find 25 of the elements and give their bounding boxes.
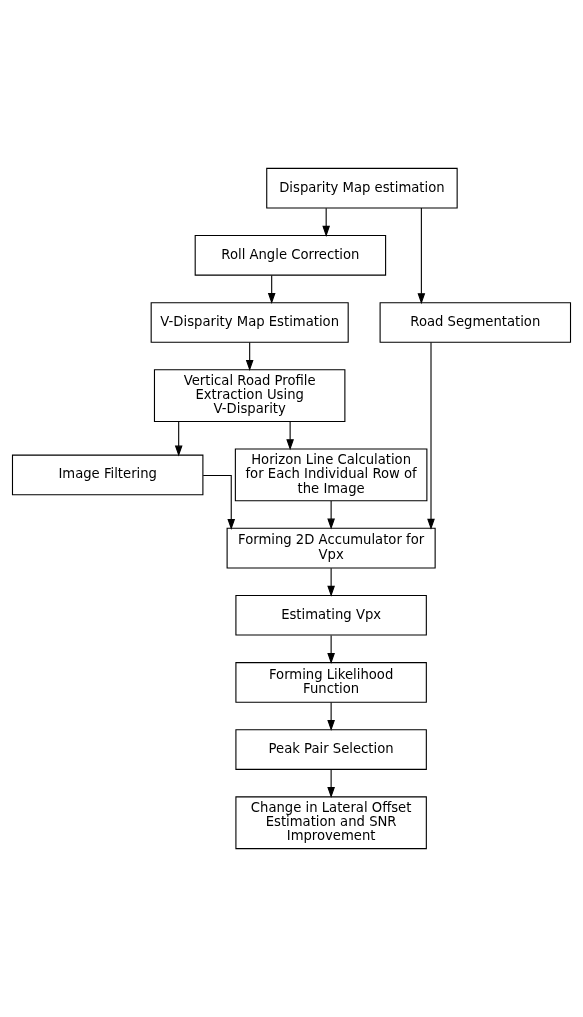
node-box: Horizon Line Calculation for Each Individual Row of the Image (234, 448, 428, 502)
arrow (327, 634, 335, 664)
arrow (427, 341, 435, 530)
arrow (245, 341, 254, 372)
node-box: Forming 2D Accumulator for Vpx (226, 527, 436, 569)
arrow (327, 702, 335, 732)
arrow (327, 500, 335, 530)
arrow (267, 274, 276, 305)
arrow (174, 421, 183, 457)
node-box: V-Disparity Map Estimation (150, 302, 349, 343)
node-box: Forming Likelihood Function (235, 662, 427, 703)
node-box: Disparity Map estimation (266, 167, 458, 209)
arrow (322, 207, 331, 237)
arrow (202, 474, 236, 530)
node-box: Vertical Road Profile Extraction Using V-Disparity (153, 369, 346, 423)
node-box: Road Segmentation (379, 302, 572, 343)
arrow (327, 567, 335, 597)
node-box: Change in Lateral Offset Estimation and SNR Improvement (235, 796, 427, 850)
arrow (286, 421, 294, 451)
node-box: Estimating Vpx (235, 594, 427, 636)
arrow (417, 207, 426, 305)
node-box: Peak Pair Selection (235, 729, 427, 770)
arrow (327, 769, 335, 799)
node-box: Roll Angle Correction (194, 235, 387, 276)
node-box: Image Filtering (11, 454, 204, 496)
